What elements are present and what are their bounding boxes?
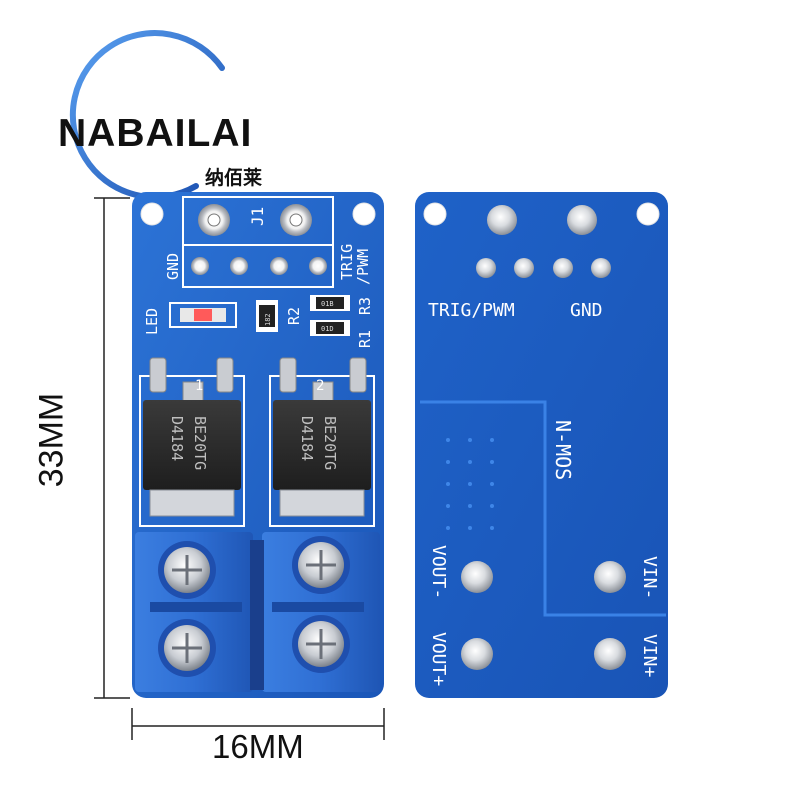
mosfet-2-tab [279,489,365,517]
mosfet-1-body [143,400,241,490]
vin-plus-label: VIN+ [639,634,660,678]
terminal-screw [158,619,216,677]
vin-minus-pad [594,561,626,593]
back-pad [487,205,517,235]
back-pcb [415,192,668,698]
back-pad [514,258,534,278]
back-pad [553,258,573,278]
mounting-hole [636,202,660,226]
led-label: LED [143,308,161,335]
back-pad [567,205,597,235]
trig-label: TRIG [338,244,356,280]
vin-plus-pad [594,638,626,670]
brand-name: NABAILAI [58,112,253,155]
mounting-hole [140,202,164,226]
back-pad [591,258,611,278]
mounting-hole [423,202,447,226]
terminal-screw [158,541,216,599]
mounting-hole [352,202,376,226]
r2-label: R2 [285,307,303,325]
vout-plus-label: VOUT+ [428,632,449,686]
mosfet-lead [149,357,167,393]
pwm-label: /PWM [354,249,372,285]
back-gnd-label: GND [570,300,603,321]
header-pad [230,257,248,275]
terminal-screw [292,615,350,673]
resistor-code: 01B [321,300,334,308]
width-dimension-label: 16MM [212,728,304,765]
mosfet-marking: BE20TG [191,416,209,470]
vout-plus-pad [461,638,493,670]
nmos-label: N-MOS [551,420,575,480]
gnd-label: GND [164,253,182,280]
mosfet-lead [216,357,234,393]
header-pad [191,257,209,275]
r1-label: R1 [356,330,374,348]
mosfet-1-tab [149,489,235,517]
j1-label: J1 [248,207,267,226]
r3-label: R3 [356,297,374,315]
terminal-screw [292,536,350,594]
resistor-code: 01D [321,325,334,333]
back-pad [476,258,496,278]
vin-minus-label: VIN- [639,556,660,599]
resistor-code: 182 [264,313,272,326]
vout-minus-pad [461,561,493,593]
mosfet-lead [279,357,297,393]
mosfet-index: 1 [195,378,203,394]
mosfet-marking: D4184 [298,416,316,461]
mosfet-2-body [273,400,371,490]
trig-pwm-label: TRIG/PWM [428,300,515,321]
mosfet-marking: D4184 [168,416,186,461]
header-pad [270,257,288,275]
header-pad [309,257,327,275]
brand-name-chinese: 纳佰莱 [205,167,263,189]
mosfet-marking: BE20TG [321,416,339,470]
mosfet-index: 2 [316,378,324,394]
mosfet-lead [349,357,367,393]
vout-minus-label: VOUT- [428,545,449,599]
